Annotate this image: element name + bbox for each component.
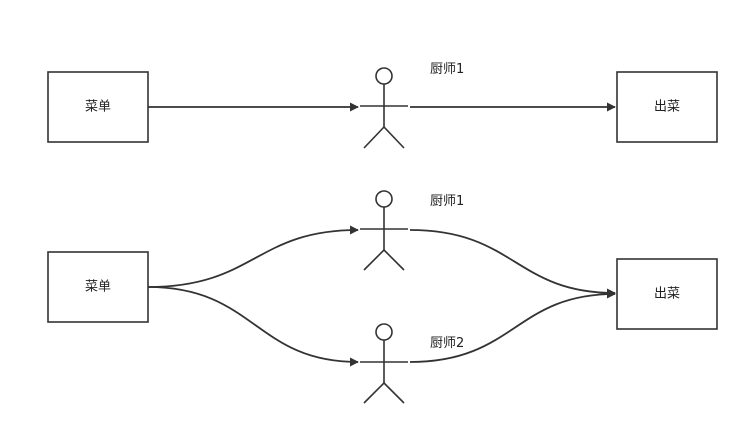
top-diagram: 菜单 厨师1 出菜 [47, 62, 718, 149]
bottom-chef2-label: 厨师2 [430, 336, 464, 351]
bottom-edge-menu-to-chef1 [147, 225, 359, 288]
bottom-chef1-label: 厨师1 [430, 194, 464, 209]
top-output-box: 出菜 [616, 71, 718, 143]
bottom-edge-chef1-to-output [409, 229, 616, 298]
top-output-label: 出菜 [654, 100, 680, 115]
bottom-menu-label: 菜单 [85, 280, 111, 295]
bottom-edge-menu-to-chef2 [147, 286, 359, 367]
bottom-output-label: 出菜 [654, 287, 680, 302]
top-chef-label: 厨师1 [430, 62, 464, 77]
bottom-edge-chef2-to-output [409, 289, 616, 363]
top-chef-actor-icon [360, 67, 408, 149]
bottom-chef1-actor-icon [360, 190, 408, 271]
bottom-chef2-actor-icon [360, 323, 408, 404]
bottom-output-box: 出菜 [616, 258, 718, 330]
bottom-diagram: 菜单 厨师1 厨师2 出菜 [47, 190, 718, 404]
top-menu-label: 菜单 [85, 100, 111, 115]
top-menu-box: 菜单 [47, 71, 149, 143]
bottom-menu-box: 菜单 [47, 251, 149, 323]
